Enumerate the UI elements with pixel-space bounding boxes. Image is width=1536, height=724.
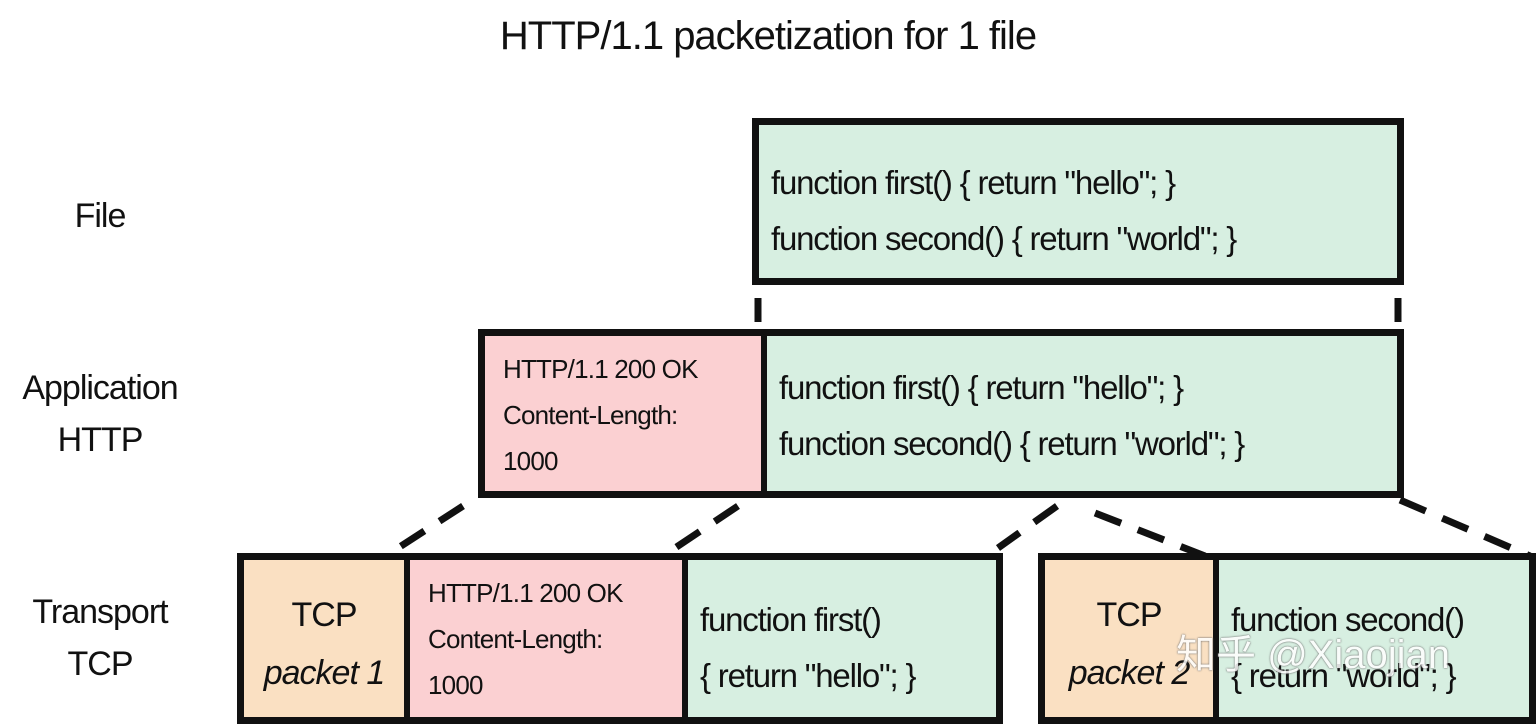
tcp-packet-2-box: TCP packet 2 function second() { return … [1038, 553, 1536, 724]
watermark: 知乎 @Xiaojian [1176, 633, 1451, 677]
http-message-box: HTTP/1.1 200 OK Content-Length: 1000 fun… [478, 329, 1404, 498]
file-line-2: function second() { return "world"; } [771, 220, 1237, 257]
http-header-length-value: 1000 [503, 446, 558, 476]
http-header-status: HTTP/1.1 200 OK [503, 354, 698, 384]
packet2-payload-line-1: function second() [1231, 601, 1465, 638]
packet2-payload: function second() { return "world"; } [1213, 560, 1529, 717]
http-body-line-1: function first() { return "hello"; } [779, 369, 1184, 406]
row-label-application-line1: Application [22, 369, 178, 407]
file-line-1: function first() { return "hello"; } [771, 164, 1176, 201]
row-label-transport-line2: TCP [67, 645, 134, 683]
row-label-transport-line1: Transport [32, 593, 168, 631]
packet1-tcp-label: TCP [291, 596, 358, 634]
tcp-packet-1-box: TCP packet 1 HTTP/1.1 200 OK Content-Len… [237, 553, 1003, 724]
packet2-payload-line-2: { return "world"; } [1231, 657, 1457, 694]
packet1-payload: function first() { return "hello"; } [682, 560, 996, 717]
packet1-header-content-length: Content-Length: [428, 624, 603, 654]
connector-http-to-packet2-left [995, 503, 1060, 551]
connector-http-to-packet2-right [1398, 496, 1532, 560]
row-label-file: File [40, 190, 160, 242]
http-header-content-length: Content-Length: [503, 400, 678, 430]
connector-http-to-packet1-left [396, 503, 465, 551]
packet1-payload-line-2: { return "hello"; } [700, 657, 916, 694]
row-label-transport: Transport TCP [0, 586, 200, 690]
packet1-payload-line-1: function first() [700, 601, 882, 638]
packet1-http-header: HTTP/1.1 200 OK Content-Length: 1000 [404, 560, 682, 717]
row-label-application: Application HTTP [0, 362, 200, 466]
packet2-tcp-label: TCP [1096, 596, 1163, 634]
packet2-packet-label: packet 2 [1068, 654, 1191, 692]
row-label-application-line2: HTTP [57, 421, 144, 459]
packet1-header-length-value: 1000 [428, 670, 483, 700]
connector-http-to-packet1-right [673, 503, 740, 551]
packet1-tcp-header: TCP packet 1 [244, 560, 404, 717]
packet1-packet-label: packet 1 [263, 654, 386, 692]
packet1-header-status: HTTP/1.1 200 OK [428, 578, 623, 608]
connector-http-to-packet2-mid [1093, 509, 1207, 560]
row-label-file-text: File [74, 197, 127, 235]
file-content: function first() { return "hello"; } fun… [759, 125, 1397, 278]
file-box: function first() { return "hello"; } fun… [752, 118, 1404, 285]
packet2-tcp-header: TCP packet 2 [1045, 560, 1213, 717]
http-body-line-2: function second() { return "world"; } [779, 425, 1245, 462]
http-header-cell: HTTP/1.1 200 OK Content-Length: 1000 [485, 336, 761, 491]
diagram-title: HTTP/1.1 packetization for 1 file [499, 14, 1037, 58]
http-body-cell: function first() { return "hello"; } fun… [761, 336, 1397, 491]
